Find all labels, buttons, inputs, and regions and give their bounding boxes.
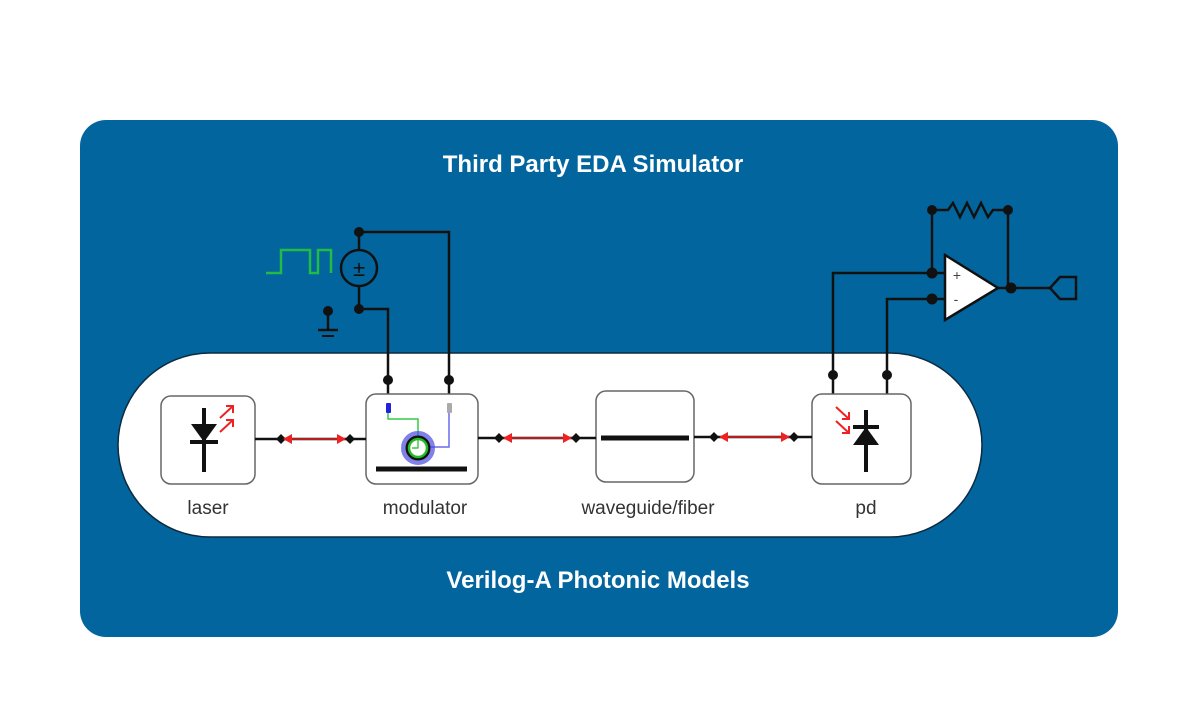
waveguide-component[interactable]: waveguide/fiber — [580, 390, 715, 519]
laser-component[interactable]: laser — [160, 395, 256, 519]
source-to-modulator-wires — [359, 230, 454, 394]
pulse-waveform-icon — [266, 248, 333, 275]
output-port-icon — [998, 275, 1078, 301]
inner-title: Verilog-A Photonic Models — [446, 567, 749, 594]
optical-link-modulator-waveguide — [478, 433, 596, 443]
op-amp-icon[interactable]: + - — [943, 252, 1001, 323]
op-amp-minus-label: - — [954, 291, 959, 307]
modulator-component[interactable]: modulator — [365, 393, 479, 519]
ground-icon — [318, 306, 338, 337]
op-amp-plus-label: + — [953, 267, 961, 283]
laser-label: laser — [187, 498, 229, 519]
waveguide-label: waveguide/fiber — [580, 498, 715, 519]
outer-title: Third Party EDA Simulator — [443, 151, 744, 178]
optical-link-laser-modulator — [255, 434, 366, 444]
pd-label: pd — [855, 498, 876, 519]
ring-modulator-icon — [376, 403, 467, 472]
verilog-a-models-region — [117, 352, 983, 538]
optical-link-waveguide-pd — [694, 432, 812, 442]
laser-diode-icon — [190, 405, 234, 472]
photodiode-icon — [835, 406, 879, 472]
modulator-label: modulator — [383, 498, 468, 519]
source-polarity-label: ± — [353, 256, 365, 281]
feedback-resistor-icon — [927, 200, 1013, 288]
op-amp-input-wires — [828, 267, 945, 394]
pd-component[interactable]: pd — [811, 393, 912, 519]
voltage-source-icon[interactable]: ± — [339, 227, 379, 314]
